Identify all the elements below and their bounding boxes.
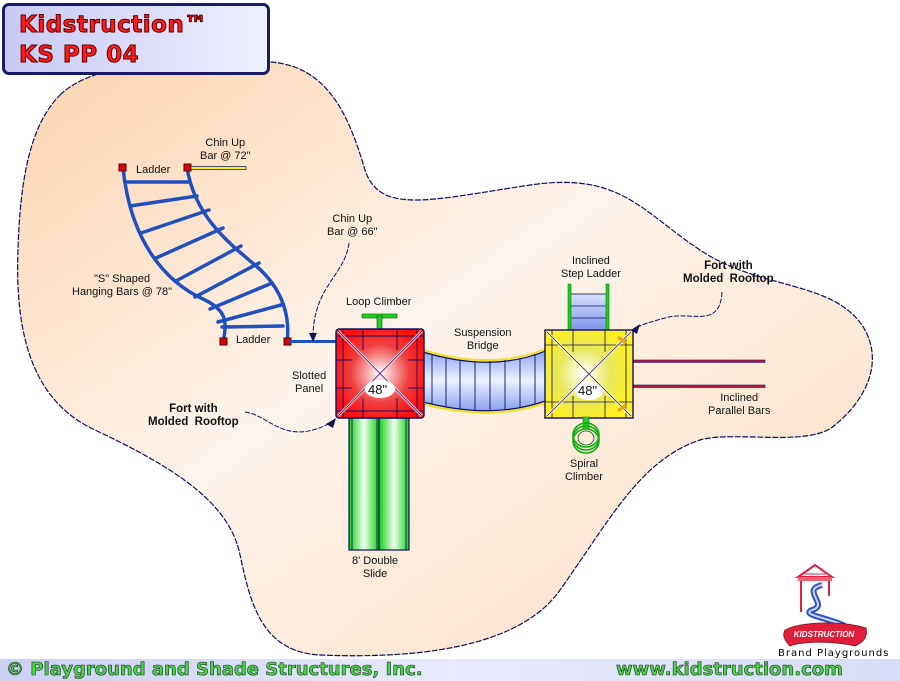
post-marker <box>219 337 228 346</box>
label-ladder-top: Ladder <box>136 164 171 176</box>
website-link[interactable]: www.kidstruction.com <box>616 659 843 681</box>
spiral-climber <box>572 416 600 454</box>
label-s-shaped-hanging-bars: "S" Shaped Hanging Bars @ 78" <box>72 273 173 298</box>
kidstruction-logo: KIDSTRUCTION <box>783 563 867 647</box>
label-spiral-climber: Spiral Climber <box>565 458 603 483</box>
label-double-slide: 8' Double Slide <box>352 555 399 580</box>
right-deck-fort <box>544 329 634 419</box>
label-chin-up-bar-72: Chin Up Bar @ 72" <box>200 137 251 162</box>
chin-up-bar-72 <box>190 166 247 170</box>
s-shaped-hanging-bars <box>121 166 290 344</box>
logo-subtitle: Brand Playgrounds <box>778 648 890 659</box>
suspension-bridge <box>422 347 549 414</box>
label-parallel-bars: Inclined Parallel Bars <box>708 392 771 417</box>
footer-bar: © Playground and Shade Structures, Inc. … <box>0 659 900 681</box>
label-chin-up-bar-66: Chin Up Bar @ 66" <box>327 213 378 238</box>
label-fort-right: Fort with Molded Rooftop <box>683 260 774 285</box>
arrowhead <box>326 418 336 428</box>
label-fort-left: Fort with Molded Rooftop <box>148 403 239 428</box>
model-number: KS PP 04 <box>18 42 140 69</box>
title-box: Kidstruction™ KS PP 04 <box>2 3 270 75</box>
label-slotted-panel: Slotted Panel <box>292 370 327 395</box>
arrowhead <box>309 333 317 342</box>
inclined-step-ladder <box>567 283 610 333</box>
label-step-ladder: Inclined Step Ladder <box>561 255 621 280</box>
post-marker <box>283 337 292 346</box>
left-deck-fort <box>335 328 425 419</box>
deck-height-right: 48" <box>578 383 598 398</box>
post-marker <box>183 163 192 172</box>
logo-badge-text: KIDSTRUCTION <box>794 630 855 639</box>
double-slide <box>348 417 410 551</box>
deck-height-left: 48" <box>368 382 388 397</box>
label-ladder-bottom: Ladder <box>236 334 271 346</box>
brand-title: Kidstruction™ <box>19 12 208 39</box>
post-marker <box>118 163 127 172</box>
leader-lines <box>244 242 723 433</box>
label-suspension-bridge: Suspension Bridge <box>454 327 512 352</box>
copyright-text: © Playground and Shade Structures, Inc. <box>6 659 423 681</box>
label-loop-climber: Loop Climber <box>346 296 412 308</box>
